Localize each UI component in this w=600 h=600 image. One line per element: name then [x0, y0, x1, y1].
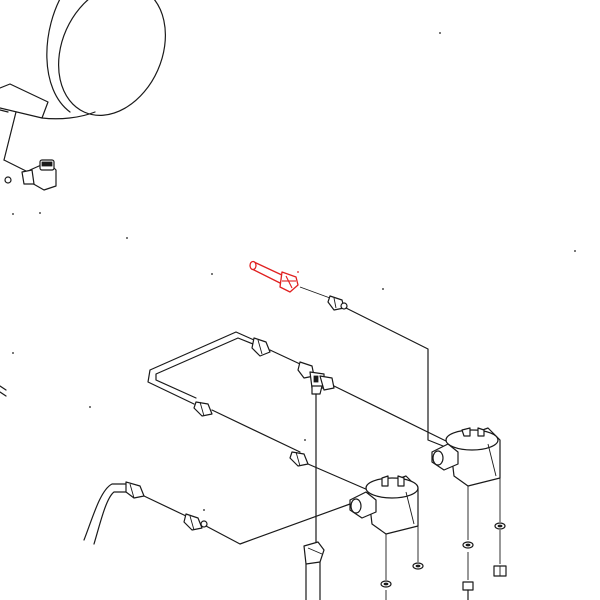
- hose-connector-part[interactable]: [183, 509, 208, 531]
- washer-part-3[interactable]: [412, 562, 424, 570]
- reference-dots: [12, 32, 576, 408]
- tee-fitting-part[interactable]: [297, 361, 335, 395]
- highlighted-pin-part[interactable]: [249, 260, 299, 293]
- edge-screw-part[interactable]: [0, 385, 7, 397]
- connector-part[interactable]: [327, 288, 384, 311]
- screw-part[interactable]: [462, 581, 474, 600]
- washer-part-4[interactable]: [380, 580, 392, 588]
- flow-meter-lower-part[interactable]: [349, 475, 419, 535]
- washer-part-2[interactable]: [462, 541, 474, 549]
- tank-part[interactable]: [0, 0, 185, 177]
- nut-part[interactable]: [493, 565, 507, 577]
- washer-part[interactable]: [494, 522, 506, 530]
- hose-part[interactable]: [83, 481, 145, 545]
- flow-meter-upper-part[interactable]: [431, 427, 501, 487]
- tube-loop-part[interactable]: [147, 331, 271, 417]
- lower-fitting-part[interactable]: [289, 439, 309, 467]
- bottom-tube-part[interactable]: [303, 541, 325, 600]
- elbow-fitting-part[interactable]: [4, 159, 57, 191]
